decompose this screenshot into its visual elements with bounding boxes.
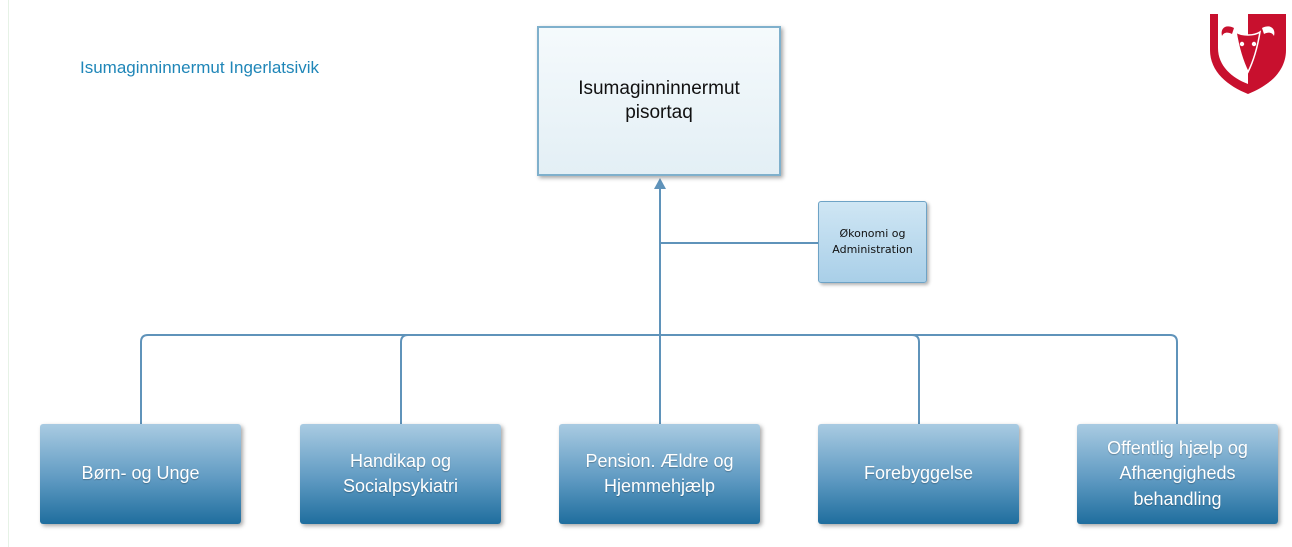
staff-unit-label: Økonomi og Administration: [832, 227, 913, 256]
department-box-pension: Pension. Ældre og Hjemmehjælp: [559, 424, 760, 524]
connector-arrowhead-icon: [654, 178, 666, 189]
coat-of-arms-shield-icon: [1210, 14, 1286, 94]
staff-unit-box: Økonomi og Administration: [818, 201, 927, 283]
department-box-born-og-unge: Børn- og Unge: [40, 424, 241, 524]
head-box: Isumaginninnermut pisortaq: [537, 26, 781, 176]
department-label: Børn- og Unge: [81, 463, 200, 484]
connector-to-dept-2: [400, 334, 409, 424]
department-label: Offentlig hjælp og Afhængigheds behandli…: [1107, 438, 1248, 509]
department-label: Forebyggelse: [863, 463, 974, 484]
department-box-forebyggelse: Forebyggelse: [818, 424, 1019, 524]
left-margin-rule: [8, 0, 9, 547]
connector-bus: [140, 334, 1178, 424]
department-label: Handikap og Socialpsykiatri: [342, 450, 459, 496]
department-box-handikap: Handikap og Socialpsykiatri: [300, 424, 501, 524]
head-label: Isumaginninnermut pisortaq: [578, 77, 740, 123]
department-box-offentlig-hjaelp: Offentlig hjælp og Afhængigheds behandli…: [1077, 424, 1278, 524]
page-title: Isumaginninnermut Ingerlatsivik: [80, 58, 320, 77]
department-label: Pension. Ældre og Hjemmehjælp: [585, 450, 734, 496]
connector-to-dept-4: [911, 334, 920, 424]
